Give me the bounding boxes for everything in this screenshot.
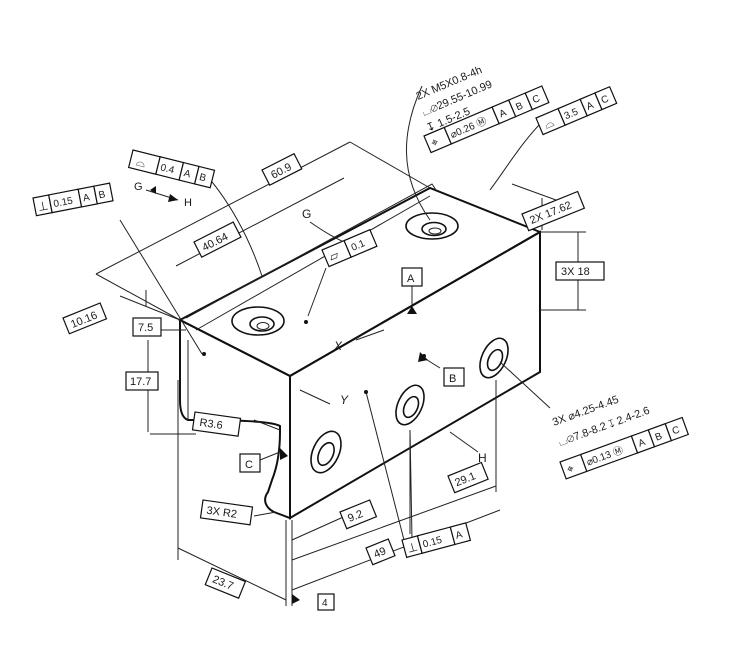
dim-3x-18: 3X 18: [555, 261, 605, 281]
g-to-h-arrow: G H: [134, 181, 192, 209]
side-hole-datum-a: A: [637, 437, 647, 450]
g-arrow-label: G: [134, 181, 143, 193]
holes: [231, 212, 509, 474]
dim-60-9: 60.9: [261, 152, 303, 186]
datum-markers: [202, 306, 428, 604]
flatness-value: 0.1: [350, 238, 367, 254]
perpendicularity-symbol: ⊥: [37, 198, 50, 214]
flatness-fcf: ▱ 0.1: [321, 228, 378, 268]
svg-text:9.2: 9.2: [346, 508, 365, 525]
perp-bottom-value: 0.15: [422, 535, 444, 551]
side-hole-datum-b: B: [654, 431, 664, 444]
profile-3-5-value: 3.5: [563, 106, 580, 122]
profile-3-5-fcf: ⌓ 3.5 A C: [535, 85, 618, 136]
top-hole-datum-a: A: [498, 107, 509, 120]
side-hole-callout: 3X ⌀4.25-4.45 ⌴⌀7.8-8.2 ↧ 2.4-2.6 ⌖ ⌀0.1…: [551, 394, 690, 480]
dim-10-16: 10.16: [62, 302, 108, 335]
datum-a-box: A: [401, 267, 423, 287]
svg-text:49: 49: [372, 545, 388, 561]
side-hole-right: [479, 337, 509, 379]
axis-label-x: X: [333, 339, 343, 353]
profile-0-4-value: 0.4: [159, 162, 176, 176]
perpendicularity-symbol: ⊥: [406, 539, 420, 555]
top-hole-datum-b: B: [514, 100, 525, 113]
profile-3-5-datum-a: A: [585, 100, 596, 113]
axis-label-y: Y: [340, 393, 349, 407]
label-h: H: [478, 451, 487, 465]
dim-23-7: 23.7: [204, 567, 247, 599]
profile-0-4-fcf: ⌓ 0.4 A B: [127, 149, 216, 189]
svg-text:3X 18: 3X 18: [561, 266, 590, 278]
position-symbol: ⌖: [429, 134, 441, 150]
datum-b-box: B: [443, 367, 465, 387]
dim-2x-17-62: 2X 17.62: [521, 190, 586, 232]
perp-bottom-datum-a: A: [454, 529, 464, 541]
side-hole-datum-c: C: [671, 425, 682, 438]
dim-3x-r2: 3X R2: [199, 499, 254, 526]
svg-text:3X R2: 3X R2: [206, 505, 238, 521]
svg-text:R3.6: R3.6: [199, 417, 224, 432]
perp-left-datum-b: B: [98, 189, 107, 201]
top-hole-left: [231, 306, 285, 336]
svg-text:17.7: 17.7: [130, 376, 151, 388]
svg-text:C: C: [245, 459, 253, 471]
svg-text:7.5: 7.5: [138, 322, 153, 334]
top-hole-datum-c: C: [531, 93, 542, 106]
profile-symbol: ⌓: [135, 154, 148, 170]
side-hole-middle: [395, 384, 425, 426]
dim-7-5: 7.5: [132, 317, 162, 337]
profile-0-4-datum-b: B: [198, 172, 207, 184]
dim-49: 49: [365, 538, 396, 566]
dim-40-64: 40.64: [193, 221, 242, 258]
perp-left-value: 0.15: [53, 195, 75, 210]
h-arrow-label: H: [184, 197, 192, 209]
profile-0-4-datum-a: A: [182, 168, 191, 180]
position-symbol: ⌖: [565, 461, 576, 477]
top-hole-right: [405, 212, 459, 240]
perp-bottom-fcf: ⊥ 0.15 A: [401, 522, 472, 559]
svg-text:B: B: [449, 373, 456, 385]
top-hole-callout: 2X M5X0.8-4h ⌴⌀29.55-10.99 ↧ 1.5-2.5 ⌖ ⌀…: [414, 64, 618, 154]
label-g: G: [302, 207, 311, 221]
svg-text:4: 4: [322, 598, 328, 609]
dim-29-1: 29.1: [447, 461, 489, 494]
dim-17-7: 17.7: [125, 371, 159, 391]
side-hole-left: [310, 430, 342, 474]
perp-left-fcf: ⊥ 0.15 A B: [32, 182, 114, 217]
profile-3-5-datum-c: C: [600, 94, 611, 107]
datum-c-box: C: [239, 453, 261, 473]
dim-r3-6: R3.6: [191, 411, 242, 437]
dim-9-2: 9.2: [339, 499, 378, 530]
side-hole-fcf: ⌖ ⌀0.13 Ⓜ A B C: [559, 416, 690, 480]
perp-left-datum-a: A: [82, 192, 91, 204]
svg-text:A: A: [407, 273, 415, 285]
datum-d-box: 4: [317, 593, 335, 611]
